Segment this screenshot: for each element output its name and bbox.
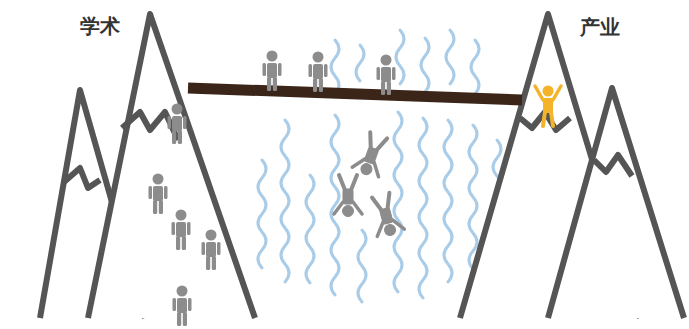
wave xyxy=(394,112,402,292)
wave xyxy=(258,160,266,268)
academia-mountains xyxy=(40,14,255,318)
person xyxy=(173,286,192,327)
mountain-region: 学术 xyxy=(75,10,188,300)
person xyxy=(172,210,191,251)
wave xyxy=(419,118,427,298)
snow-line xyxy=(520,112,570,130)
person xyxy=(202,230,221,271)
wave xyxy=(396,30,404,84)
mountain-region: 产业 xyxy=(522,10,652,300)
person xyxy=(263,51,282,92)
climbers xyxy=(149,104,221,327)
leg xyxy=(551,112,553,126)
mountain xyxy=(88,14,255,318)
person xyxy=(377,55,396,96)
person xyxy=(168,104,187,145)
person xyxy=(309,52,328,93)
mountain-label: 产业 xyxy=(580,15,620,39)
wave xyxy=(358,230,366,302)
falling-people xyxy=(334,131,405,239)
falling-person xyxy=(367,192,405,239)
head xyxy=(543,86,554,97)
snow-line xyxy=(64,168,100,188)
mountain-label: 学术 xyxy=(80,14,120,38)
wave xyxy=(281,120,289,282)
wave xyxy=(306,175,314,283)
wave xyxy=(469,125,477,269)
wave xyxy=(444,120,452,282)
wave xyxy=(421,38,429,92)
leg xyxy=(543,112,545,126)
falling-person xyxy=(351,131,392,180)
industry-mountains xyxy=(460,14,684,318)
arm xyxy=(535,86,543,100)
person xyxy=(149,174,168,215)
water-waves xyxy=(258,30,501,302)
wave xyxy=(356,45,364,81)
bridge-plank xyxy=(188,88,522,100)
wave xyxy=(471,40,479,94)
wave xyxy=(331,40,339,94)
falling-person xyxy=(334,175,362,217)
bridge xyxy=(188,88,522,100)
walkers xyxy=(263,51,396,96)
snow-line xyxy=(594,155,632,176)
arm xyxy=(553,86,561,100)
wave xyxy=(446,30,454,84)
wave xyxy=(331,115,339,295)
successful-person xyxy=(535,86,561,127)
